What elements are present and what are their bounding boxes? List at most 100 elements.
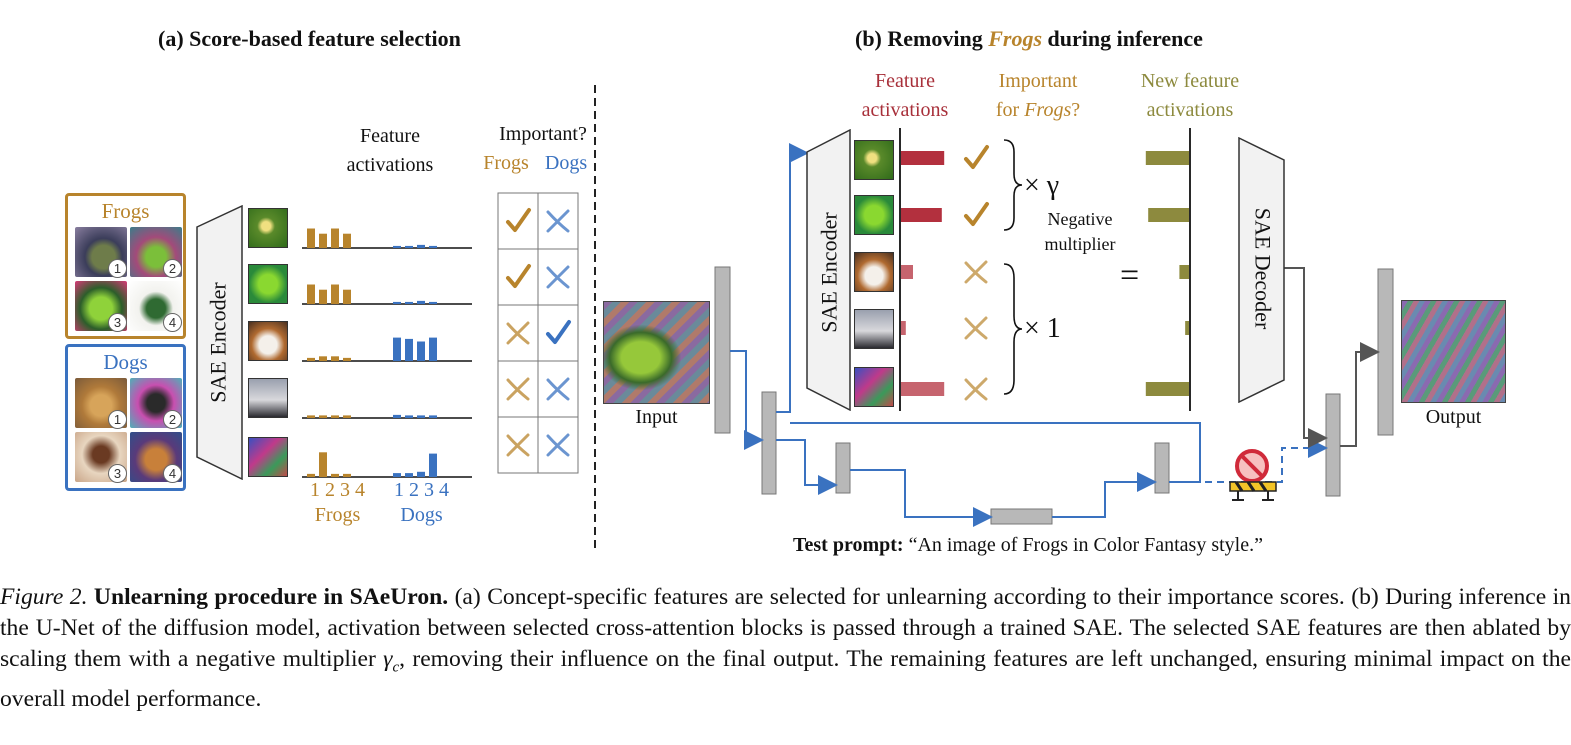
check-icon <box>546 320 571 344</box>
sae-decoder-label: SAE Decoder <box>1250 207 1276 330</box>
times-gamma: × γ <box>1024 170 1060 201</box>
caption-gamma: γ <box>383 646 393 672</box>
cross-icon <box>546 377 570 401</box>
check-icon <box>964 202 989 226</box>
frogs-group-label: Frogs <box>101 199 150 223</box>
unet-arrow-gray <box>1340 342 1380 447</box>
sae-encoder-a-label: SAE Encoder <box>205 282 231 403</box>
new-activation-bar <box>1145 382 1189 396</box>
important-frogs-label-line1: Important <box>998 70 1078 92</box>
unet-arrow <box>1052 472 1157 518</box>
one-brace <box>1003 263 1023 395</box>
important-col-frogs: Frogs <box>483 152 529 174</box>
image-number-badge: 1 <box>108 410 127 429</box>
frogs-activation-bar <box>331 356 339 361</box>
dogs-activation-bar <box>429 453 437 477</box>
new-activations-label-line2: activations <box>1146 99 1234 121</box>
new-activation-bar <box>1185 321 1189 335</box>
panel-b-title-prefix: (b) Removing <box>855 26 989 51</box>
feature-thumb-frog-eye <box>248 208 288 248</box>
old-activation-bar <box>901 151 945 165</box>
frogs-activation-bar <box>319 233 327 248</box>
feature-thumb-dog-paw-b <box>854 309 894 349</box>
image-number-badge: 3 <box>108 464 127 483</box>
frogs-activation-bar <box>331 284 339 304</box>
test-prompt-text: “An image of Frogs in Color Fantasy styl… <box>903 534 1263 556</box>
dogs-activation-bar <box>405 473 413 477</box>
dogs-activation-bar <box>429 301 437 304</box>
feature-thumb-frog-leg-b <box>854 195 894 235</box>
image-number-badge: 1 <box>108 259 127 278</box>
image-number-badge: 3 <box>108 313 127 332</box>
frogs-activation-bar <box>331 415 339 418</box>
unet-arrow <box>790 422 1201 483</box>
sae-decoder <box>1238 137 1285 403</box>
frogs-activation-bar <box>307 228 315 248</box>
panel-a-title: (a) Score-based feature selection <box>158 26 461 51</box>
output-label: Output <box>1425 406 1482 428</box>
frogs-activation-bar <box>307 473 315 477</box>
cross-icon <box>506 433 530 457</box>
frogs-image-group: Frogs 1 2 3 4 <box>65 193 186 339</box>
old-activation-bar <box>901 382 945 396</box>
feature-thumb-dog-paw <box>248 378 288 418</box>
dogs-activation-bar <box>393 301 401 304</box>
dogs-activation-bar <box>417 244 425 248</box>
axis-dogs-label: Dogs <box>400 504 443 526</box>
dogs-activation-bar <box>393 473 401 477</box>
caption-title: Unlearning procedure in SAeUron. <box>93 584 449 610</box>
unet-block <box>761 391 777 495</box>
feature-thumb-dog-face-b <box>854 252 894 292</box>
activation-bars-a <box>302 228 472 478</box>
importance-grid <box>497 192 579 474</box>
unet-dashed-arrow <box>1169 438 1328 483</box>
activations-label-a-line1: Feature <box>360 125 420 147</box>
important-col-dogs: Dogs <box>544 152 588 174</box>
frogs-activation-bar <box>319 452 327 477</box>
frogs-activation-bar <box>343 289 351 304</box>
image-number-badge: 2 <box>163 259 182 278</box>
figure-caption: Figure 2. Unlearning procedure in SAeUro… <box>0 582 1571 715</box>
cross-icon <box>506 377 530 401</box>
image-number-badge: 4 <box>163 464 182 483</box>
axis-frogs-label: Frogs <box>314 504 361 526</box>
input-label: Input <box>635 406 678 428</box>
frogs-activation-bar <box>343 415 351 418</box>
frogs-activation-bar <box>307 415 315 418</box>
caption-text-1: (a) Concept-specific features are select… <box>0 584 1571 672</box>
important-label: Important? <box>499 123 587 145</box>
dogs-activation-bar <box>393 414 401 418</box>
cross-icon <box>546 433 570 457</box>
sae-encoder-a <box>196 205 243 480</box>
feature-thumb-dog-face <box>248 321 288 361</box>
input-image <box>603 301 710 404</box>
check-icon <box>506 264 531 288</box>
times-one: × 1 <box>1024 313 1061 344</box>
new-activation-bar <box>1179 265 1189 279</box>
test-prompt: Test prompt: “An image of Frogs in Color… <box>793 534 1263 557</box>
caption-figure-label: Figure 2. <box>0 584 88 610</box>
negative-multiplier-line1: Negative <box>1047 209 1113 229</box>
dogs-activation-bar <box>393 245 401 248</box>
barrier-icon <box>1229 481 1277 501</box>
cross-icon <box>506 321 530 345</box>
cross-icon <box>546 265 570 289</box>
unet-arrow <box>850 469 993 527</box>
cross-icon <box>964 316 988 340</box>
dogs-image-group: Dogs 1 2 3 4 <box>65 344 186 491</box>
dogs-activation-bar <box>429 337 437 361</box>
dogs-activation-bar <box>417 300 425 304</box>
dogs-activation-bar <box>405 245 413 248</box>
panel-divider <box>594 85 596 550</box>
important-frogs-label-line2: for Frogs? <box>978 96 1098 125</box>
new-activations-label-line1: New feature <box>1140 70 1240 92</box>
panel-b-title: (b) Removing Frogs during inference <box>855 26 1203 52</box>
frogs-activation-bar <box>343 473 351 477</box>
unet-block <box>990 508 1053 525</box>
old-activation-bar <box>901 265 913 279</box>
cross-icon <box>546 209 570 233</box>
sae-encoder-b-label: SAE Encoder <box>816 212 842 333</box>
decoder-arrow <box>1282 267 1328 448</box>
dogs-activation-bar <box>405 415 413 418</box>
new-activation-bar <box>1145 151 1189 165</box>
